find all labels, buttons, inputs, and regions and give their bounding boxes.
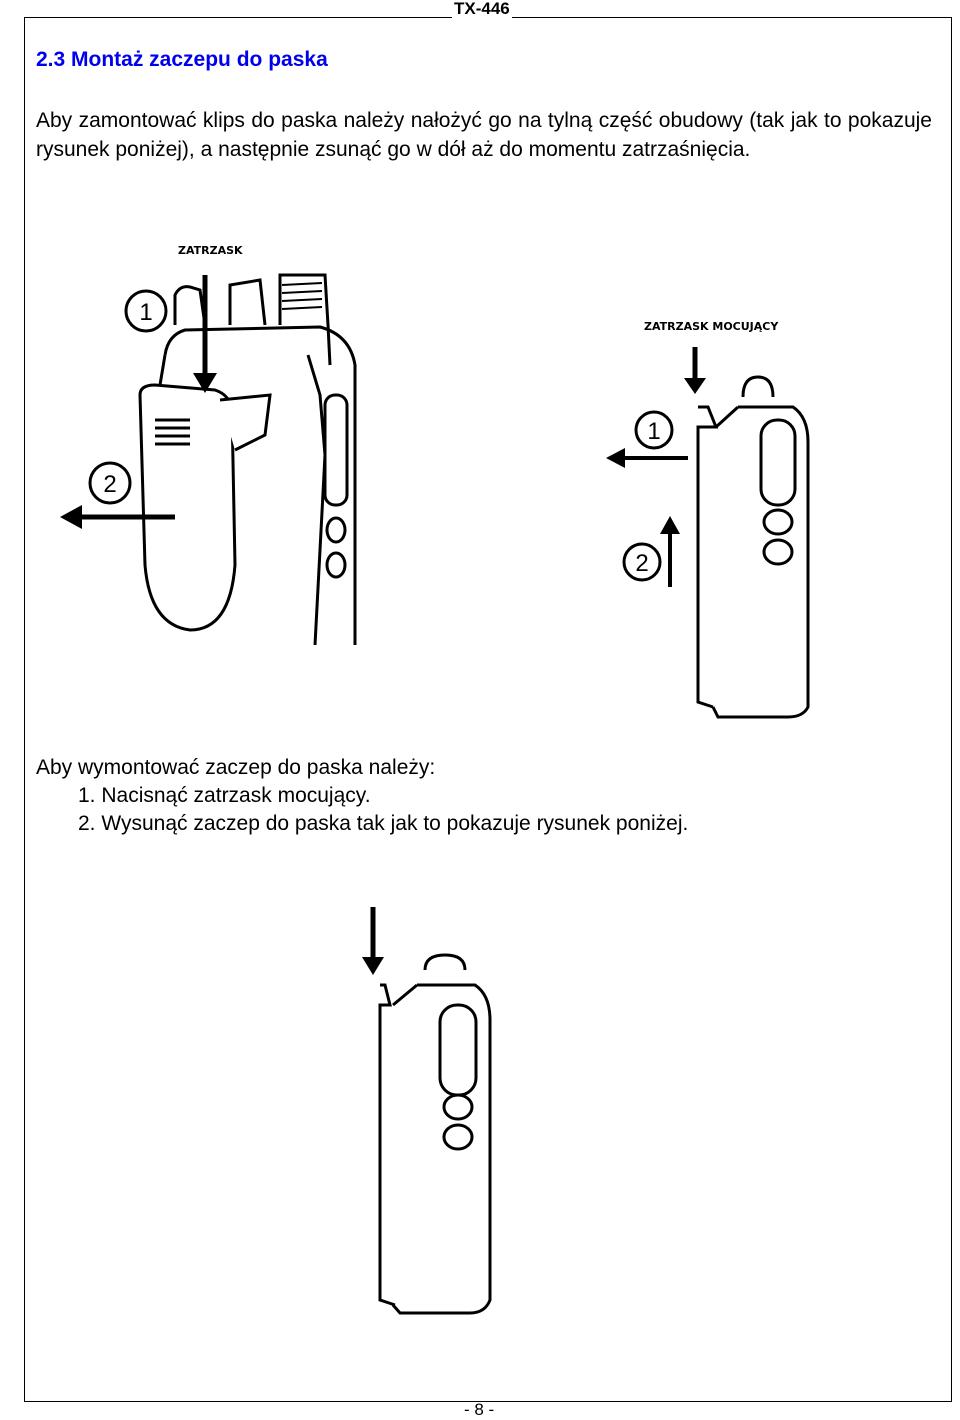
step-1-marker	[124, 289, 168, 333]
removal-steps: 1. Nacisnąć zatrzask mocujący. 2. Wysuną…	[78, 782, 688, 838]
antenna-drawing	[281, 282, 323, 310]
up-arrow	[660, 516, 680, 587]
step-1-marker-2	[634, 410, 674, 450]
belt-clip-drawing	[138, 383, 272, 632]
step-2-marker-2	[622, 542, 662, 582]
removal-down-arrow	[362, 907, 384, 975]
document-code: TX-446	[452, 0, 512, 18]
radio-drawing	[158, 273, 357, 646]
step-2-number: 2	[103, 471, 116, 498]
step-1-number: 1	[139, 299, 152, 326]
mounting-instructions: Aby zamontować klips do paska należy nał…	[36, 109, 932, 161]
step-2-marker	[88, 461, 132, 505]
press-arrow	[684, 347, 706, 394]
removal-intro: Aby wymontować zaczep do paska należy:	[36, 756, 436, 779]
step-1-number-2: 1	[647, 418, 660, 445]
removal-figure	[362, 907, 492, 1315]
side-radio-drawing	[696, 375, 810, 719]
left-arrow	[60, 505, 175, 529]
clip-grille	[155, 418, 190, 446]
mounting-figure: ZATRZASK 1 2	[60, 244, 357, 646]
left-arrow-2	[606, 448, 688, 468]
removal-radio-drawing	[378, 953, 492, 1315]
latch-figure: ZATRZASK MOCUJĄCY 1 2	[606, 320, 810, 719]
page-number: - 8 -	[464, 1400, 495, 1419]
down-arrow	[193, 275, 217, 393]
removal-step: 1. Nacisnąć zatrzask mocujący.	[78, 784, 371, 807]
mounting-latch-label: ZATRZASK MOCUJĄCY	[644, 320, 779, 333]
step-2-number-2: 2	[635, 550, 648, 577]
removal-step: 2. Wysunąć zaczep do paska tak jak to po…	[78, 812, 689, 835]
section-heading: 2.3 Montaż zaczepu do paska	[36, 48, 328, 71]
latch-label: ZATRZASK	[178, 244, 243, 257]
